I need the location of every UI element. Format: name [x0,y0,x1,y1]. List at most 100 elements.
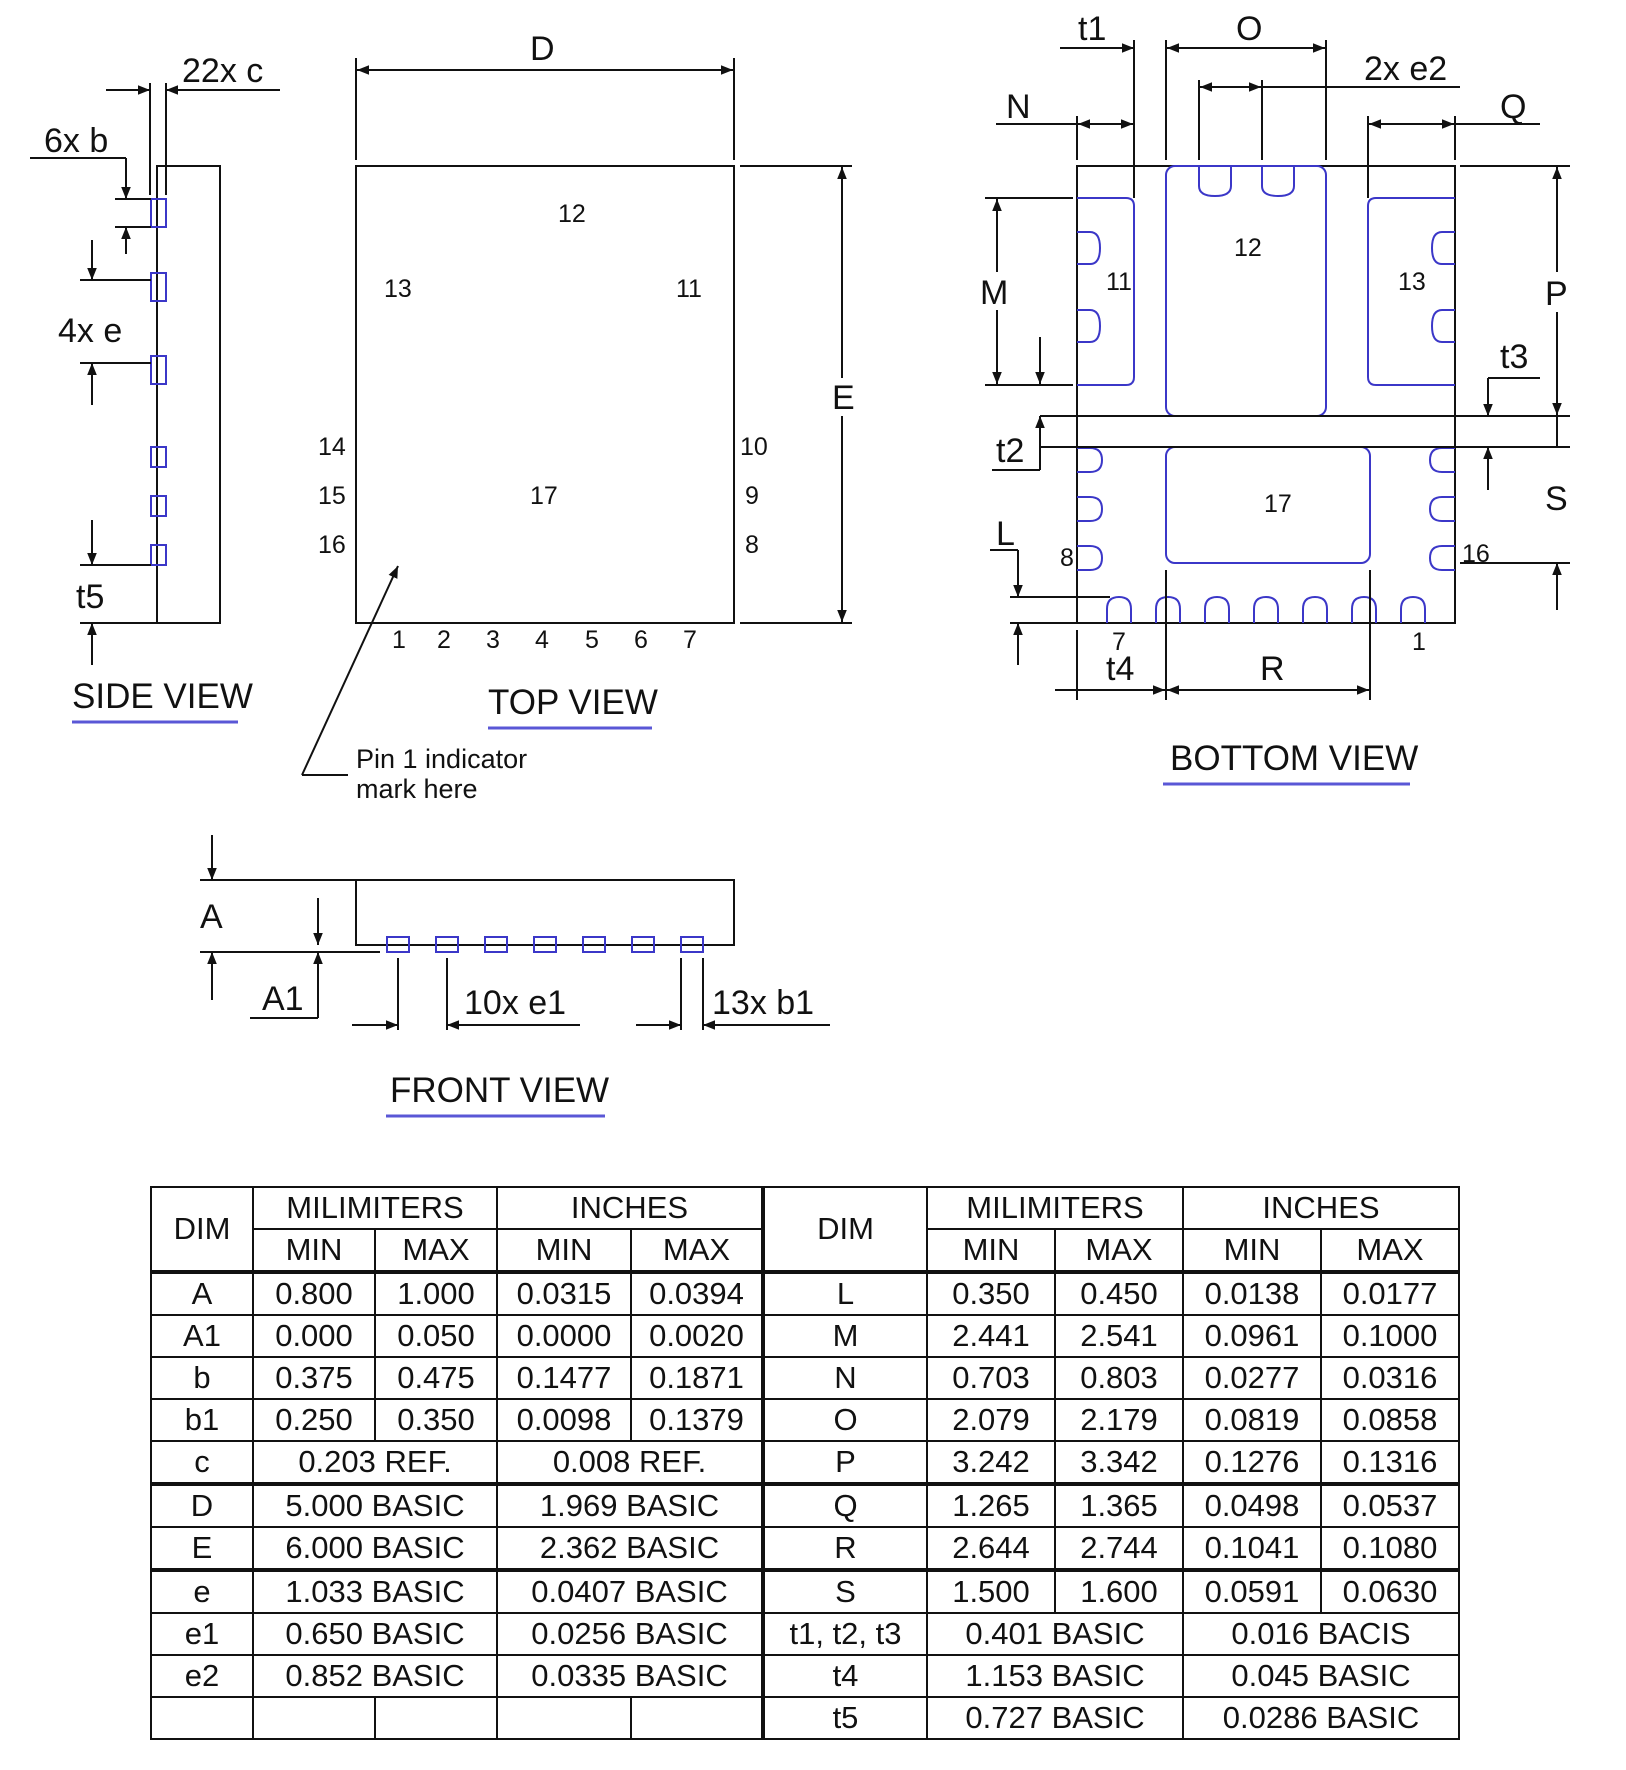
top-view-pad-numbers: 12 13 11 14 15 16 17 10 9 8 [318,200,768,559]
dim-symbol: O [762,1398,928,1442]
header-dim-left: DIM [150,1186,254,1273]
dim-label-t2: t2 [996,432,1024,470]
in-max-value: 0.1000 [1320,1314,1460,1358]
header-max: MAX [1054,1228,1184,1273]
svg-text:9: 9 [745,482,759,510]
mm-max-value: 1.365 [1054,1482,1184,1528]
bottom-view: 12 11 13 17 8 16 7 1 t1 O 2x e2 N Q [978,10,1571,786]
dim-symbol: b1 [150,1398,254,1442]
mm-max-value: 1.000 [374,1270,498,1316]
dim-label-A1: A1 [262,980,304,1018]
bottom-pad-12: 12 [1234,234,1262,262]
dim-label-t3: t3 [1500,338,1528,376]
bottom-pin-8: 8 [1060,544,1074,572]
mm-basic-value: 6.000 BASIC [252,1526,498,1571]
dimensions-table-body: DIM MILIMITERS INCHES DIM MILIMITERS INC… [150,1186,1460,1740]
dim-symbol: P [762,1440,928,1485]
header-in-right: INCHES [1182,1186,1460,1230]
dim-symbol: t1, t2, t3 [762,1612,928,1656]
bottom-pad-11: 11 [1106,268,1132,296]
dim-label-S: S [1545,480,1568,518]
header-min: MIN [252,1228,376,1273]
dim-label-L: L [996,515,1015,553]
dim-symbol: c [150,1440,254,1485]
svg-text:3: 3 [486,626,500,654]
mm-min-value [252,1696,376,1740]
in-max-value: 0.0177 [1320,1270,1460,1316]
mm-basic-value: 0.650 BASIC [252,1612,498,1656]
svg-text:14: 14 [318,433,346,461]
mm-basic-value: 1.033 BASIC [252,1568,498,1614]
mm-max-value: 2.179 [1054,1398,1184,1442]
dimensions-table: DIM MILIMITERS INCHES DIM MILIMITERS INC… [150,1186,1460,1740]
dim-label-t1: t1 [1078,10,1106,48]
front-view-pads [386,936,704,953]
side-view-title: SIDE VIEW [72,677,253,716]
dim-label-A: A [200,898,223,936]
dim-symbol: A [150,1270,254,1316]
mm-max-value: 3.342 [1054,1440,1184,1485]
mm-max-value [374,1696,498,1740]
table-header-row: DIM MILIMITERS INCHES DIM MILIMITERS INC… [150,1186,1460,1273]
in-max-value: 0.0020 [630,1314,765,1358]
in-max-value: 0.1316 [1320,1440,1460,1485]
front-view: A A1 10x e1 13x b1 FRONT VIEW [200,835,830,1118]
mm-basic-value: 5.000 BASIC [252,1482,498,1528]
in-min-value: 0.0000 [496,1314,632,1358]
mm-basic-value: 0.852 BASIC [252,1654,498,1698]
in-min-value: 0.0098 [496,1398,632,1442]
in-min-value: 0.0498 [1182,1482,1322,1528]
in-basic-value: 0.008 REF. [496,1440,765,1485]
mm-max-value: 0.450 [1054,1270,1184,1316]
mm-basic-value: 0.203 REF. [252,1440,498,1485]
mm-min-value: 0.703 [926,1356,1056,1400]
in-min-value [496,1696,632,1740]
dim-label-P: P [1545,275,1568,313]
in-min-value: 0.0961 [1182,1314,1322,1358]
dim-label-c: 22x c [182,52,263,90]
bottom-pad-13: 13 [1398,268,1426,296]
dim-symbol: R [762,1526,928,1571]
mm-min-value: 0.350 [926,1270,1056,1316]
header-mm-right: MILIMITERS [926,1186,1184,1230]
dim-symbol: t4 [762,1654,928,1698]
dim-symbol: D [150,1482,254,1528]
mm-max-value: 0.050 [374,1314,498,1358]
header-max: MAX [1320,1228,1460,1273]
svg-text:2: 2 [437,626,451,654]
in-min-value: 0.0591 [1182,1568,1322,1614]
dim-label-b1: 13x b1 [712,984,814,1022]
pin1-note-line1: Pin 1 indicator [356,744,527,774]
svg-text:1: 1 [392,626,406,654]
front-view-title: FRONT VIEW [390,1071,609,1110]
mm-min-value: 2.441 [926,1314,1056,1358]
dim-symbol: S [762,1568,928,1614]
dim-symbol: E [150,1526,254,1571]
mm-max-value: 0.350 [374,1398,498,1442]
dim-label-Q: Q [1500,88,1526,126]
mm-min-value: 1.265 [926,1482,1056,1528]
dim-label-E: E [832,379,855,417]
dim-symbol: N [762,1356,928,1400]
mm-min-value: 0.250 [252,1398,376,1442]
side-view: 22x c 6x b 4x e t5 SIDE VIEW [30,52,280,724]
header-min: MIN [496,1228,632,1273]
top-view: D E 12 13 11 14 15 16 17 10 9 8 1 2 3 4 … [301,30,856,804]
dim-symbol [150,1696,254,1740]
bottom-pin-7: 7 [1112,628,1126,656]
dim-label-t5: t5 [76,578,104,616]
svg-text:10: 10 [740,433,768,461]
side-view-pads [150,198,167,566]
header-mm-left: MILIMITERS [252,1186,498,1230]
bottom-pin-1: 1 [1412,628,1426,656]
svg-text:6: 6 [634,626,648,654]
header-in-left: INCHES [496,1186,765,1230]
